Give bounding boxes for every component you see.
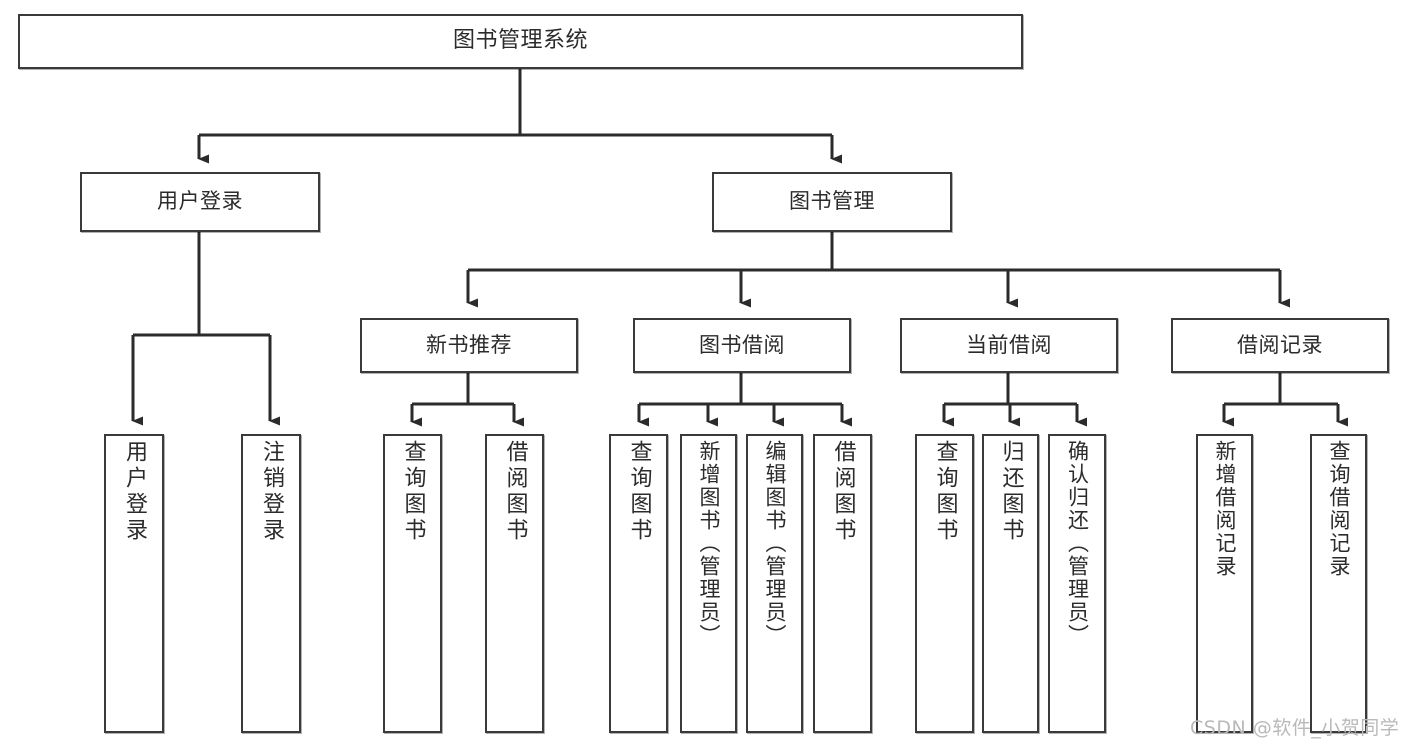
node-leaf-borrow-book-2-label: 借阅图书 bbox=[830, 440, 856, 544]
node-leaf-edit-book-label: 编辑图书（管理员） bbox=[763, 440, 787, 647]
node-leaf-borrow-book-2[interactable]: 借阅图书 bbox=[813, 434, 872, 733]
node-root-label: 图书管理系统 bbox=[452, 28, 588, 54]
node-leaf-query-book-1[interactable]: 查询图书 bbox=[383, 434, 442, 733]
node-leaf-logout-label: 注销登录 bbox=[259, 440, 284, 544]
csdn-watermark: CSDN @软件_小贺同学 bbox=[1190, 717, 1400, 739]
node-user-login-label: 用户登录 bbox=[157, 189, 243, 214]
node-leaf-confirm-return-label: 确认归还（管理员） bbox=[1065, 440, 1090, 647]
node-borrow-record[interactable]: 借阅记录 bbox=[1171, 318, 1389, 373]
node-new-book-rec-label: 新书推荐 bbox=[426, 332, 512, 357]
node-current-borrow[interactable]: 当前借阅 bbox=[900, 318, 1118, 373]
node-new-book-rec[interactable]: 新书推荐 bbox=[360, 318, 578, 373]
node-leaf-edit-book[interactable]: 编辑图书（管理员） bbox=[746, 434, 803, 733]
node-leaf-return-book[interactable]: 归还图书 bbox=[982, 434, 1039, 733]
node-leaf-query-record-label: 查询借阅记录 bbox=[1327, 440, 1351, 578]
node-leaf-query-record[interactable]: 查询借阅记录 bbox=[1310, 434, 1367, 733]
node-root[interactable]: 图书管理系统 bbox=[18, 14, 1023, 69]
node-book-borrow[interactable]: 图书借阅 bbox=[633, 318, 851, 373]
node-leaf-query-book-3[interactable]: 查询图书 bbox=[915, 434, 974, 733]
node-leaf-query-book-1-label: 查询图书 bbox=[400, 440, 426, 544]
node-book-mgmt[interactable]: 图书管理 bbox=[712, 172, 952, 232]
node-leaf-confirm-return[interactable]: 确认归还（管理员） bbox=[1048, 434, 1106, 733]
node-leaf-borrow-book-1[interactable]: 借阅图书 bbox=[485, 434, 544, 733]
node-current-borrow-label: 当前借阅 bbox=[966, 332, 1052, 357]
node-user-login[interactable]: 用户登录 bbox=[80, 172, 320, 232]
node-leaf-user-login[interactable]: 用户登录 bbox=[104, 434, 164, 733]
node-leaf-add-book-label: 新增图书（管理员） bbox=[697, 440, 721, 647]
node-leaf-return-book-label: 归还图书 bbox=[998, 440, 1024, 544]
node-borrow-record-label: 借阅记录 bbox=[1237, 332, 1323, 357]
node-book-mgmt-label: 图书管理 bbox=[789, 189, 875, 214]
node-book-borrow-label: 图书借阅 bbox=[699, 332, 785, 357]
node-leaf-borrow-book-1-label: 借阅图书 bbox=[502, 440, 528, 544]
node-leaf-logout[interactable]: 注销登录 bbox=[241, 434, 301, 733]
node-leaf-query-book-3-label: 查询图书 bbox=[932, 440, 958, 544]
node-leaf-add-record-label: 新增借阅记录 bbox=[1213, 440, 1237, 578]
node-leaf-query-book-2-label: 查询图书 bbox=[626, 440, 652, 544]
node-leaf-add-book[interactable]: 新增图书（管理员） bbox=[680, 434, 737, 733]
node-leaf-user-login-label: 用户登录 bbox=[122, 440, 147, 544]
node-leaf-query-book-2[interactable]: 查询图书 bbox=[609, 434, 668, 733]
node-leaf-add-record[interactable]: 新增借阅记录 bbox=[1196, 434, 1253, 733]
